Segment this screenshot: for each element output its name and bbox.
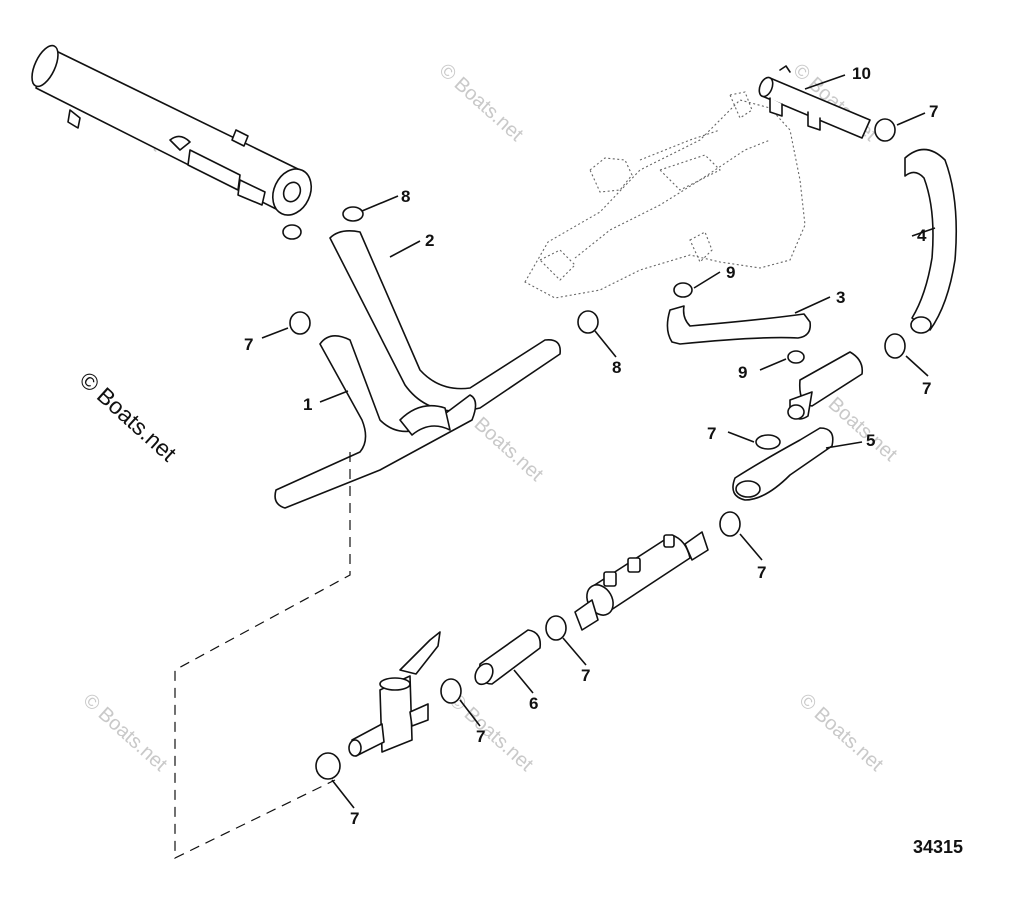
clamp (755, 434, 781, 450)
watermark: © Boats.net (445, 689, 538, 776)
callouts: 10 7 4 3 9 8 2 7 1 8 9 7 5 7 7 7 6 7 7 (244, 64, 938, 828)
callout-10: 10 (852, 64, 871, 83)
callout-9: 9 (738, 363, 747, 382)
copyright-stamp: © Boats.net (75, 366, 182, 466)
clamp (440, 678, 462, 704)
part-hose-1 (274, 335, 477, 509)
callout-7: 7 (581, 666, 590, 685)
part-thermostat-housing (787, 351, 864, 420)
part-valve-assembly (348, 631, 441, 757)
hose-clamps (289, 118, 906, 780)
clamp (289, 311, 311, 335)
clamp (719, 511, 741, 537)
watermark: © Boats.net (79, 689, 172, 776)
part-cooler-center (574, 531, 709, 631)
part-heat-exchanger (31, 44, 313, 240)
callout-8: 8 (401, 187, 410, 206)
callout-6: 6 (529, 694, 538, 713)
callout-4: 4 (917, 226, 927, 245)
watermark: © Boats.net (795, 689, 888, 776)
part-hose-4 (904, 148, 958, 334)
clamp (545, 615, 567, 641)
connection-line (174, 452, 351, 859)
callout-7: 7 (922, 379, 931, 398)
exhaust-manifold-ghost (524, 91, 806, 299)
part-hose-3 (666, 305, 812, 345)
clamp (673, 282, 693, 298)
callout-9: 9 (726, 263, 735, 282)
clamp (874, 118, 896, 142)
callout-2: 2 (425, 231, 434, 250)
callout-1: 1 (303, 395, 312, 414)
callout-7: 7 (707, 424, 716, 443)
callout-3: 3 (836, 288, 845, 307)
part-water-rail (758, 65, 871, 139)
callout-8: 8 (612, 358, 621, 377)
callout-7: 7 (929, 102, 938, 121)
clamp (787, 350, 805, 364)
callout-7: 7 (244, 335, 253, 354)
part-hose-6 (474, 629, 542, 686)
watermark: © Boats.net (435, 59, 528, 146)
clamp (577, 310, 599, 334)
clamp (315, 752, 341, 780)
leader-lines (261, 74, 936, 809)
callout-7: 7 (476, 727, 485, 746)
figure-number: 34315 (913, 837, 963, 857)
callout-5: 5 (866, 431, 875, 450)
callout-7: 7 (350, 809, 359, 828)
clamp (342, 206, 364, 222)
clamp (884, 333, 906, 359)
part-elbow-hose-5 (732, 427, 834, 501)
callout-7: 7 (757, 563, 766, 582)
